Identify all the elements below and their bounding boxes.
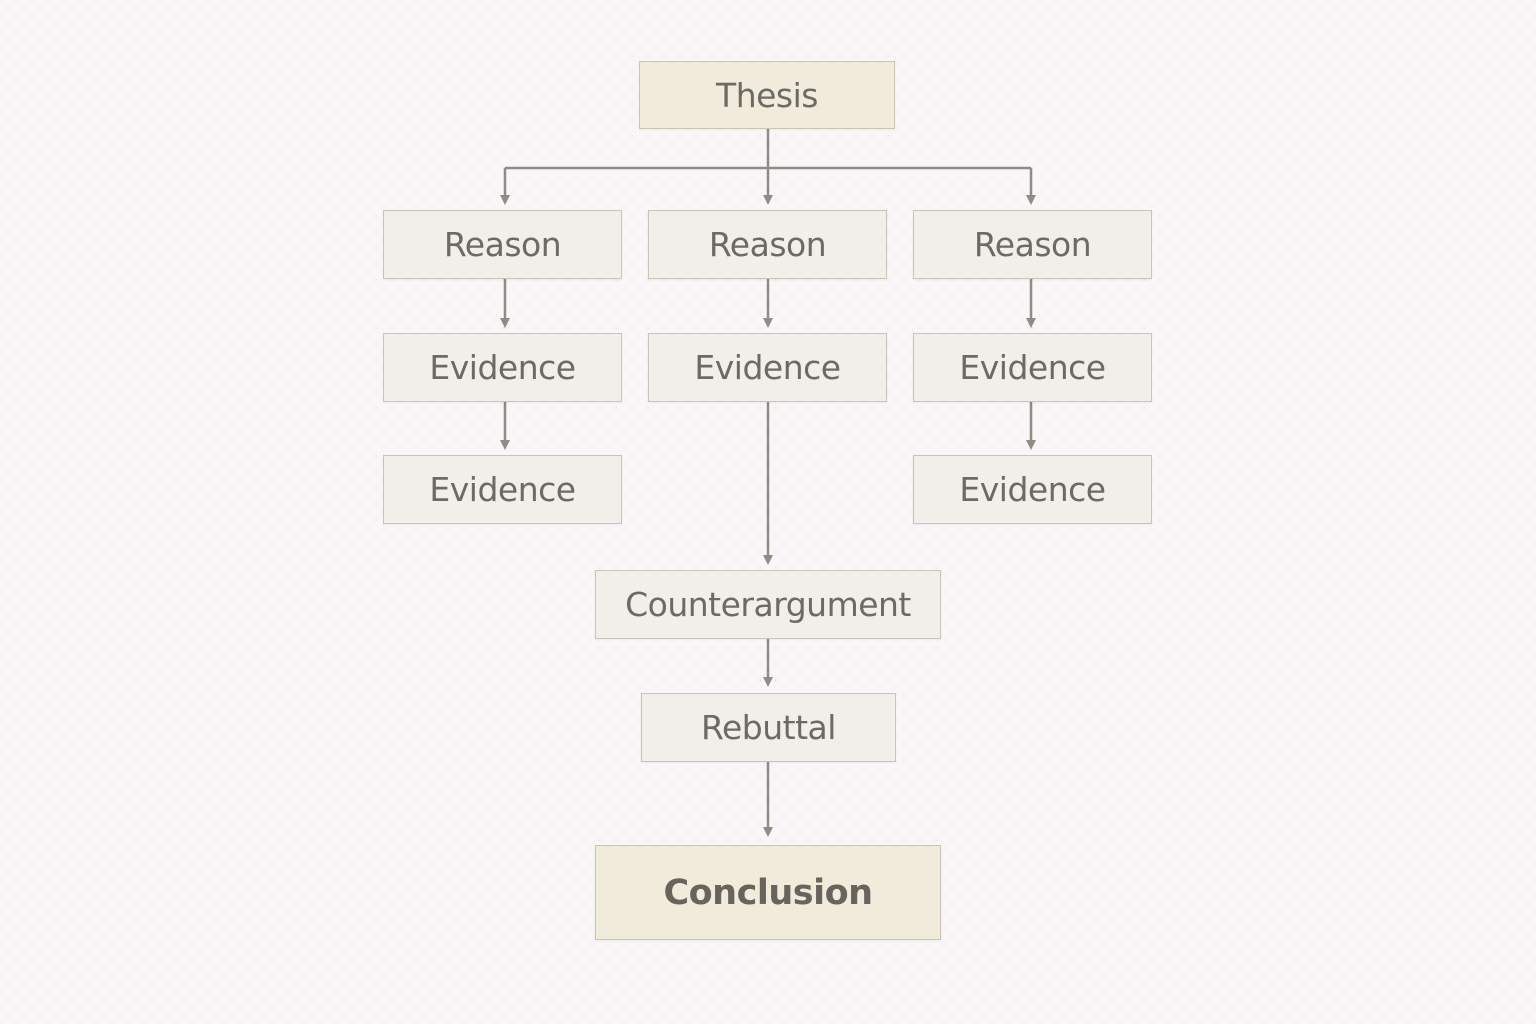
node-thesis: Thesis [639, 61, 895, 129]
node-label: Conclusion [663, 872, 873, 913]
node-label: Reason [973, 225, 1092, 264]
node-label: Thesis [716, 75, 818, 115]
node-label: Evidence [959, 470, 1106, 509]
node-conclusion: Conclusion [595, 845, 941, 940]
node-evidence-center-1: Evidence [648, 333, 887, 402]
node-evidence-left-2: Evidence [383, 455, 622, 524]
node-counterargument: Counterargument [595, 570, 941, 639]
node-rebuttal: Rebuttal [641, 693, 896, 762]
node-evidence-right-1: Evidence [913, 333, 1152, 402]
node-label: Counterargument [625, 585, 911, 624]
node-label: Evidence [429, 348, 576, 387]
node-reason-left: Reason [383, 210, 622, 279]
node-evidence-left-1: Evidence [383, 333, 622, 402]
node-label: Evidence [959, 348, 1106, 387]
node-label: Rebuttal [701, 708, 836, 747]
node-label: Reason [443, 225, 562, 264]
node-label: Reason [708, 225, 827, 264]
node-label: Evidence [429, 470, 576, 509]
node-reason-right: Reason [913, 210, 1152, 279]
node-label: Evidence [694, 348, 841, 387]
node-reason-center: Reason [648, 210, 887, 279]
node-evidence-right-2: Evidence [913, 455, 1152, 524]
